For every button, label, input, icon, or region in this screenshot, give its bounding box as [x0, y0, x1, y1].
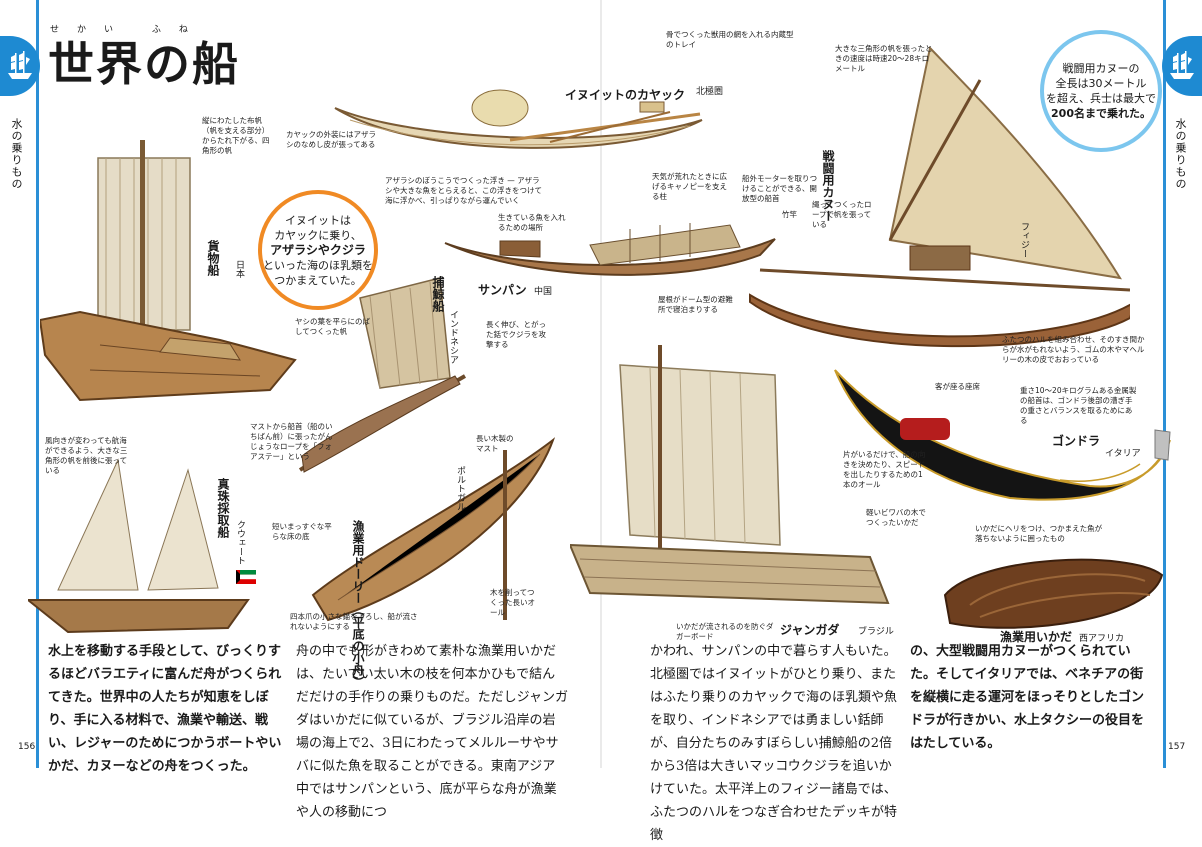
war-canoe-name: 戦闘用カヌー: [821, 150, 835, 222]
note-war-rope: 縄ってつくったロープで帆を張っている: [812, 200, 872, 229]
ship-tab-left[interactable]: [0, 36, 40, 96]
page-title: 世界の船: [48, 37, 240, 91]
note-sampan-net: 生きている魚を入れるための場所: [498, 213, 566, 232]
note-dhow-sail: 風向きが変わっても航海ができるよう、大きな三角形の帆を前後に張っている: [45, 436, 128, 475]
left-margin-rule: [36, 0, 39, 768]
body-paragraph-left: 舟の中でも形がきわめて素朴な漁業用いかだは、たいてい太い木の枝を何本かひもで結ん…: [296, 644, 568, 820]
bubble-line: つかまえていた。: [274, 273, 362, 287]
sailing-ship-icon: [1170, 51, 1194, 79]
note-japan-sail: 縦にわたした布帆（帆を支える部分）からたれ下がる、四角形の帆: [202, 116, 270, 155]
war-canoe-region: フィジー: [1019, 222, 1029, 258]
note-sampan-roof: 屋根がドーム型の避難所で寝泊まりする: [658, 295, 733, 314]
japan-ship-name: 貨物船: [206, 240, 220, 276]
note-whaler-spear: 長く伸び、とがった銛でクジラを攻撃する: [486, 320, 546, 349]
section-label-left: 水の乗りもの: [10, 118, 23, 190]
bubble-line: 全長は30メートル: [1055, 77, 1147, 90]
sampan-name: サンパン: [478, 283, 527, 297]
note-sampan-canopy: 天気が荒れたときに広げるキャノピーを支える柱: [652, 172, 727, 201]
note-jangada-board: いかだが流されるのを防ぐダガーボード: [676, 622, 774, 641]
gondola-region: イタリア: [1105, 449, 1141, 459]
inuit-callout-bubble: イヌイットは カヤックに乗り、 アザラシやクジラ といった海のほ乳類を つかまえ…: [258, 190, 378, 310]
jangada-name: ジャンガダ: [780, 623, 840, 637]
closing-paragraph: の、大型戦闘用カヌーがつくられていた。そしてイタリアでは、ベネチアの街を縦横に走…: [910, 644, 1145, 751]
note-whaler-sail: ヤシの葉を平らにのばしてつくった帆: [295, 317, 370, 336]
note-jangada-fish: 軽いビワバの木でつくったいかだ: [866, 508, 926, 527]
page-number-left: 156: [18, 742, 36, 752]
japanese-cargo-ship-illustration: [40, 140, 297, 402]
gondola-name: ゴンドラ: [1052, 434, 1101, 448]
bubble-line: アザラシやクジラ: [270, 242, 366, 257]
sampan-region: 中国: [534, 287, 553, 297]
kayak-illustration: [334, 89, 703, 149]
war-canoe-callout-bubble: 戦闘用カヌーの 全長は30メートル を超え、兵士は最大で 200名まで乗れた。: [1040, 30, 1162, 152]
note-gondola-oar: 片がいるだけで、船の向きを決めたり、スピードを出したりするための1本のオール: [843, 450, 926, 489]
jangada-region: ブラジル: [858, 627, 894, 637]
war-canoe-illustration: [749, 45, 1130, 348]
page-spine: [600, 0, 602, 768]
gondola-illustration: [834, 369, 1171, 501]
note-dory-floor: 短いまっすぐな平らな床の底: [272, 522, 332, 541]
bubble-line: 200名まで乗れた。: [1051, 107, 1151, 120]
note-dory-mast: 長い木製のマスト: [476, 434, 514, 453]
raft-region: 西アフリカ: [1079, 634, 1125, 644]
sailing-ship-icon: [8, 51, 32, 79]
whaler-region: インドネシア: [448, 310, 458, 364]
pearl-dhow-illustration: [28, 458, 256, 634]
dory-region: ポルトガル: [455, 466, 465, 511]
section-label-right: 水の乗りもの: [1174, 118, 1187, 190]
bubble-line: イヌイットは: [285, 213, 351, 227]
kayak-name: イヌイットのカヤック: [565, 88, 686, 102]
jangada-illustration: [570, 345, 890, 605]
kayak-region: 北極圏: [696, 87, 724, 97]
note-dory-anchor: 四本爪の小さな錨を下ろし、船が流されないようにする: [290, 612, 418, 631]
bubble-line: カヤックに乗り、: [274, 228, 362, 242]
ship-tab-right[interactable]: [1162, 36, 1202, 96]
body-paragraph-right: かわれ、サンパンの中で暮らす人もいた。北極圏ではイヌイットがひとり乗り、またはふ…: [650, 644, 898, 843]
whaler-illustration: [298, 277, 467, 473]
japan-ship-region: 日本: [234, 260, 244, 278]
sampan-illustration: [444, 223, 776, 276]
intro-paragraph: 水上を移動する手段として、びっくりするほどバラエティに富んだ舟がつくられてきた。…: [48, 644, 282, 774]
fishing-raft-illustration: [943, 558, 1164, 629]
note-war-pole: 竹竿: [782, 210, 797, 219]
raft-name: 漁業用いかだ: [1000, 630, 1073, 644]
dhow-region: クウェート: [235, 520, 245, 565]
bubble-line: 戦闘用カヌーの: [1062, 62, 1140, 75]
note-kayak-hull: カヤックの外装にはアザラシのなめし皮が張ってある: [286, 130, 376, 149]
title-ruby: せかい ふね: [50, 25, 206, 35]
note-kayak-tray: 骨でつくった獣用の網を入れる内蔵型のトレイ: [666, 30, 794, 49]
note-war-motor: 船外モーターを取りつけることができる、開放型の船首: [742, 174, 818, 203]
note-raft: いかだにヘリをつけ、つかまえた魚が落ちないように囲ったもの: [975, 524, 1103, 543]
note-war-triangle: 大きな三角形の帆を張ったときの速度は時速20〜28キロメートル: [835, 44, 933, 73]
note-gondola-weight: 重さ10〜20キログラムある金属製の船首は、ゴンドラ後部の漕ぎ手の重さとバランス…: [1020, 386, 1137, 425]
dory-name: 漁業用ドーリー（平底の小舟）: [351, 520, 365, 688]
whaler-name: 捕鯨船: [431, 276, 445, 312]
note-gondola-seat: 客が座る座席: [935, 382, 980, 391]
dhow-name: 真珠採取船: [216, 478, 230, 538]
right-margin-rule: [1163, 0, 1166, 768]
note-dory-oar: 木を削ってつくった長いオール: [490, 588, 535, 617]
fishing-dory-illustration: [311, 437, 556, 622]
page-number-right: 157: [1168, 742, 1186, 752]
note-war-hull: ふたつのハルを組み合わせ、そのすき間からが水がもれないよう、ゴムの木やマヘルリー…: [1002, 335, 1145, 364]
note-kayak-float: アザラシのぼうこうでつくった浮き — アザラシや大きな魚をとらえると、この浮きを…: [385, 176, 542, 205]
bubble-line: を超え、兵士は最大で: [1046, 92, 1156, 105]
bubble-line: といった海のほ乳類を: [263, 258, 373, 272]
note-whaler-rope: マストから船首（船のいちばん前）に張ったがんじょうなロープを「フォアステー」とい…: [250, 422, 333, 461]
